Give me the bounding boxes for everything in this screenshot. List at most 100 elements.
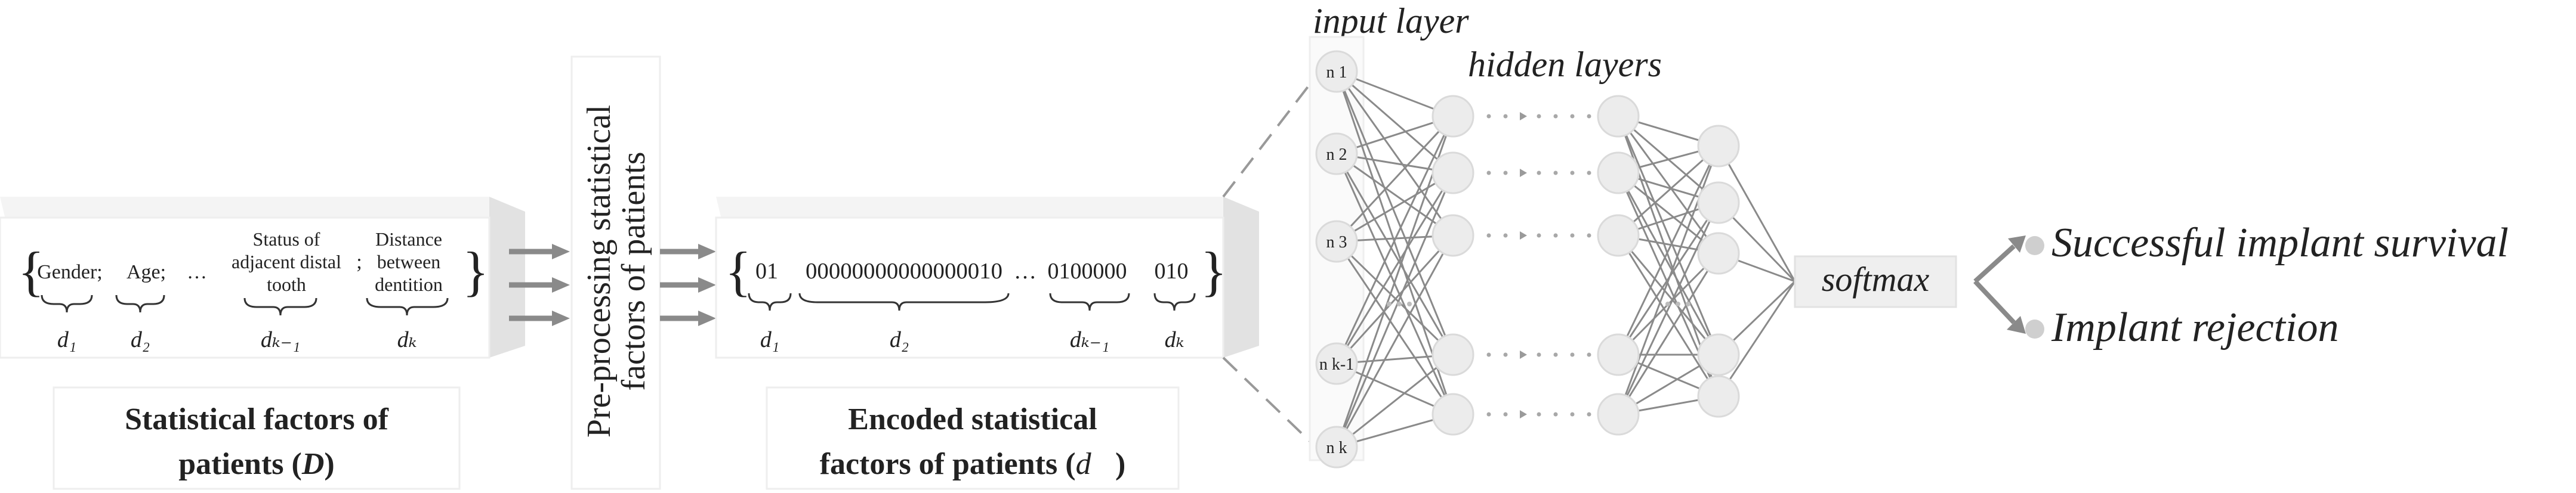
connection-input-hidden [1335, 71, 1454, 355]
connection-hidden-hidden [1617, 145, 1720, 355]
hidden-dotted-link [1587, 233, 1591, 238]
raw-open-brace: { [18, 241, 44, 302]
hidden-node [1697, 125, 1740, 168]
raw-item-age: Age; [127, 261, 166, 283]
raw-brace-d1 [41, 294, 93, 313]
input-node [1315, 426, 1358, 469]
raw-item-status-line2: adjacent distal [232, 251, 341, 272]
output-arrowhead-2 [2007, 316, 2026, 334]
arrowhead-raw-1 [552, 244, 570, 259]
hidden-dotted-link [1503, 170, 1508, 175]
hidden-dotted-link [1503, 114, 1508, 119]
zoom-line-bottom [1222, 356, 1314, 445]
hidden-dotted-link [1503, 233, 1508, 238]
encoded-caption-line1: Encoded statistical [848, 402, 1097, 436]
hidden-dotted-link [1503, 352, 1508, 357]
hidden-dotted-link [1537, 233, 1541, 238]
raw-factors-panel: { } Gender; d₁ Age; d₂ … Status of adjac… [0, 197, 525, 359]
raw-brace-dk [366, 297, 449, 316]
hidden-dotted-link [1587, 412, 1591, 417]
encoded-brace-d1 [748, 293, 792, 311]
encoded-caption: Encoded statistical factors of patients … [766, 386, 1180, 490]
hidden-node [1697, 181, 1740, 224]
connection-input-hidden [1335, 116, 1454, 364]
hidden-dotted-link [1587, 352, 1591, 357]
network-nodes: n 1n 2n 3n k-1n k [1315, 50, 1740, 469]
hidden-node [1432, 333, 1474, 376]
raw-item-distance-line1: Distance [375, 228, 442, 250]
connection-hidden-hidden [1617, 202, 1720, 415]
connection-input-hidden [1335, 71, 1454, 236]
raw-close-brace: } [462, 241, 489, 302]
hidden-node [1597, 214, 1640, 257]
raw-sub-dk: dₖ [397, 327, 417, 352]
connection-input-hidden [1335, 235, 1454, 448]
raw-sub-d2: d₂ [131, 327, 150, 352]
hidden-node [1697, 232, 1740, 275]
encoded-panel-side [1223, 197, 1259, 358]
hidden-node [1597, 95, 1640, 138]
input-layer-title: input layer [1313, 1, 1469, 41]
arrowhead-pre-3 [698, 311, 716, 326]
raw-item-status-line3: tooth [267, 274, 306, 295]
hidden-dotted-link [1553, 412, 1558, 417]
output-node-1 [2025, 236, 2044, 255]
zoom-line-top [1222, 79, 1314, 198]
encoded-code-dk1: 0100000 [1048, 259, 1127, 284]
encoded-caption-box [766, 386, 1180, 490]
hidden-dotted-link [1486, 114, 1491, 119]
input-node [1315, 132, 1358, 175]
encoded-panel: { } 01 00000000000000010 … 0100000 010 d… [715, 197, 1259, 359]
encoded-code-d1: 01 [755, 259, 778, 284]
hidden-dotted-link [1486, 412, 1491, 417]
raw-caption: Statistical factors of patients (D) [53, 386, 461, 490]
hidden-node [1697, 333, 1740, 376]
encoded-sub-dk1: dₖ₋₁ [1070, 327, 1109, 352]
connection-input-hidden [1335, 240, 1454, 356]
connection-input-hidden [1336, 172, 1454, 243]
connection-hidden-hidden [1617, 116, 1720, 355]
connection-input-hidden [1335, 172, 1454, 448]
hidden-dotted-link [1537, 114, 1541, 119]
encoded-brace-dk [1153, 293, 1196, 311]
raw-item-distance-line2: between [377, 251, 441, 272]
hidden-dotted-link [1486, 352, 1491, 357]
hidden-dotted-link [1587, 170, 1591, 175]
connection-input-hidden [1336, 354, 1454, 448]
raw-item-ellipsis: … [187, 261, 207, 283]
encoded-sub-d1: d₁ [760, 327, 779, 352]
raw-brace-d2 [115, 294, 165, 313]
softmax-box [1794, 255, 1957, 308]
input-node [1315, 50, 1358, 93]
hidden-dotted-link [1503, 412, 1508, 417]
preprocess-line1: Pre-processing statistical [581, 105, 618, 438]
input-node-label: n 1 [1326, 63, 1347, 82]
arrowhead-pre-1 [698, 244, 716, 259]
raw-panel-face [0, 216, 490, 359]
encoded-code-d2: 00000000000000010 [806, 259, 1002, 284]
hidden-dotted-link [1570, 352, 1575, 357]
connection-hidden-hidden [1618, 145, 1719, 237]
hidden-dotted-link [1486, 170, 1491, 175]
ellipsis-dot [1387, 302, 1392, 306]
arrows-preprocess-to-encoded [660, 244, 716, 326]
connection-input-hidden [1335, 172, 1454, 364]
hidden-dotted-arrowhead [1520, 112, 1527, 120]
hidden-dotted-arrowhead [1520, 169, 1527, 177]
ellipsis-dot [1407, 302, 1412, 306]
hidden-dotted-link [1553, 233, 1558, 238]
hidden-node [1432, 151, 1474, 194]
connection-hidden-hidden [1617, 253, 1720, 415]
ellipsis-dot [1676, 302, 1680, 306]
hidden-node [1697, 375, 1740, 418]
encoded-close-brace: } [1201, 241, 1227, 302]
raw-item-status-line1: Status of [253, 228, 320, 250]
hidden-dotted-arrowhead [1520, 231, 1527, 240]
hidden-dotted-link [1553, 352, 1558, 357]
preprocess-frame [570, 55, 661, 490]
hidden-dotted-link [1570, 170, 1575, 175]
encoded-panel-face [715, 216, 1224, 359]
input-node-label: n k [1326, 439, 1347, 457]
arrowhead-raw-3 [552, 311, 570, 326]
connection-hidden-hidden [1617, 116, 1720, 254]
